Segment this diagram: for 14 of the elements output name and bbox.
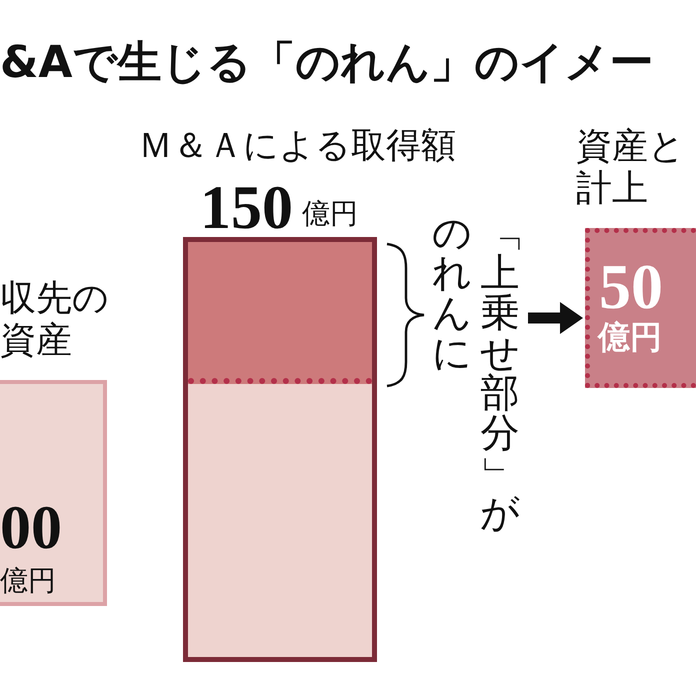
arrow	[528, 302, 583, 334]
value-number: 150	[200, 177, 293, 239]
title: &Aで生じる「のれん」のイメー	[0, 37, 654, 89]
heading-label: Ｍ＆Ａによる取得額	[138, 125, 456, 167]
value-number: 00	[0, 497, 62, 559]
bar-segment	[188, 242, 372, 384]
heading-label: 収先の資産	[0, 278, 110, 362]
bar-segment	[188, 384, 372, 657]
value-number: 50	[599, 255, 663, 319]
heading-label: 資産と計上	[576, 126, 686, 210]
unit-label: 億円	[302, 200, 358, 228]
unit-label: 億円	[598, 321, 662, 353]
vertical-note: 「上乗せ部分」がのれんに	[428, 214, 524, 544]
unit-label: 億円	[0, 567, 56, 595]
